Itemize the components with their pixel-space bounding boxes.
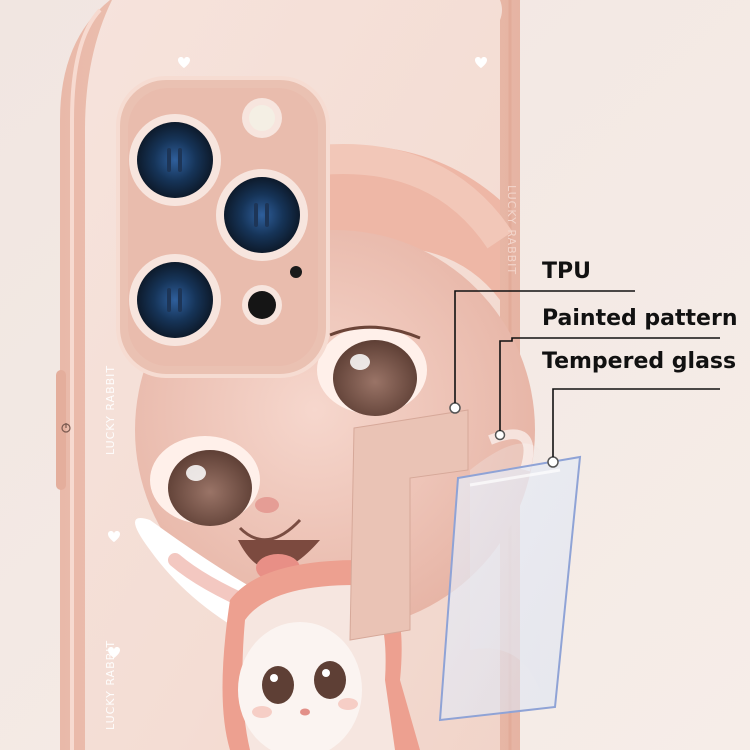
label-tempered-glass: Tempered glass xyxy=(542,349,737,374)
brand-side-text-right: LUCKY RABBIT xyxy=(505,185,518,276)
label-tpu: TPU xyxy=(542,259,591,284)
callout-lines xyxy=(454,290,720,457)
brand-side-text-left: LUCKY RABBIT xyxy=(104,364,117,455)
camera-lens-icon xyxy=(129,254,221,346)
heart-icon xyxy=(178,57,190,68)
heart-icon xyxy=(108,647,120,658)
heart-icon xyxy=(108,531,120,542)
flash-icon xyxy=(242,98,282,138)
camera-lens-icon xyxy=(129,114,221,206)
tpu-layer xyxy=(349,402,469,641)
bunny-eye-right xyxy=(317,325,427,416)
power-icon xyxy=(61,423,71,433)
tempered-glass-layer xyxy=(438,455,582,722)
camera-lens-icon xyxy=(216,169,308,261)
bunny-eye-left xyxy=(150,436,260,526)
heart-icon xyxy=(475,57,487,68)
camera-module xyxy=(116,76,330,378)
brand-side-text-left-lower: LUCKY RABBIT xyxy=(104,639,117,730)
lidar-sensor xyxy=(242,285,282,325)
label-painted-pattern: Painted pattern xyxy=(542,306,738,331)
side-button xyxy=(56,370,66,490)
microphone-icon xyxy=(290,266,302,278)
